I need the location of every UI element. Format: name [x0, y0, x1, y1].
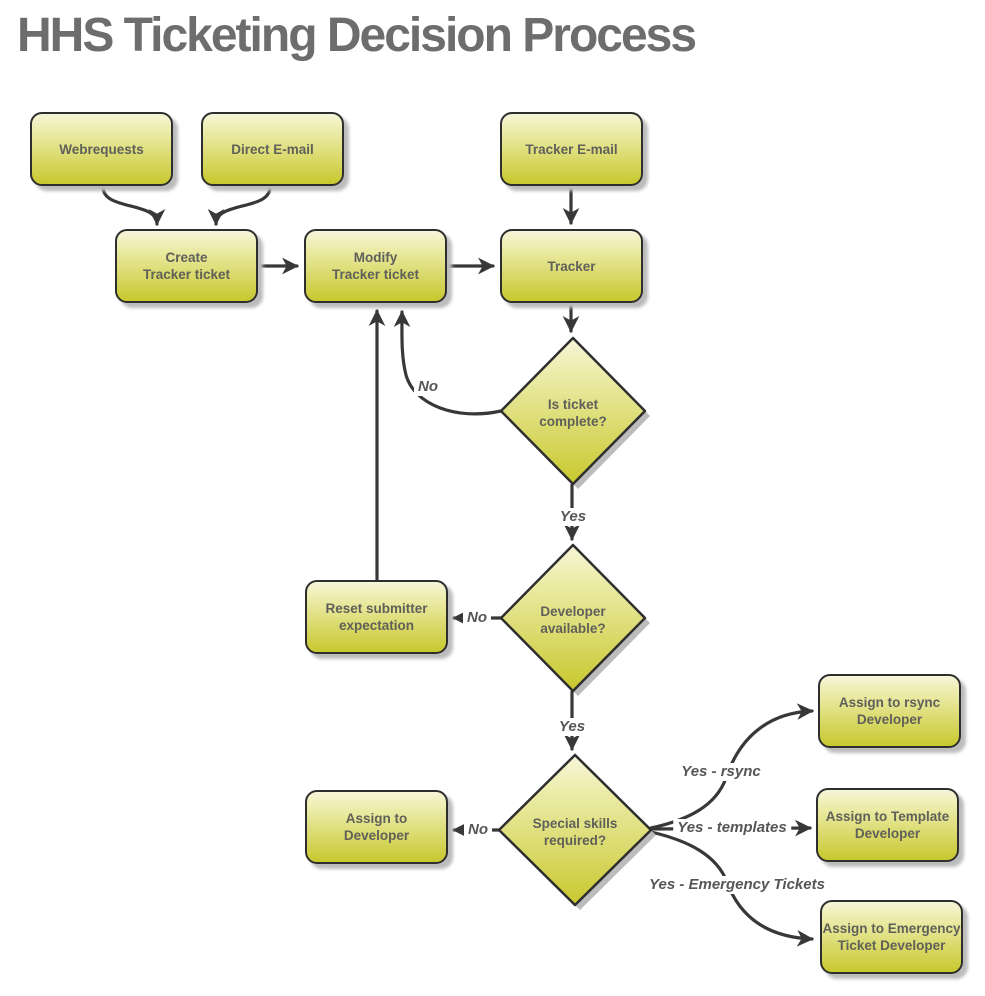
edge-label-skills-templates: Yes - templates	[673, 819, 791, 837]
decision-developer-available	[499, 543, 647, 693]
edge-complete-no-to-modify	[393, 310, 503, 416]
node-label: Create Tracker ticket	[142, 250, 231, 282]
edge-label-skills-emergency: Yes - Emergency Tickets	[645, 876, 829, 894]
node-label: Assign to Developer	[343, 811, 410, 843]
node-direct-email: Direct E-mail	[201, 112, 344, 186]
node-label: Modify Tracker ticket	[331, 250, 420, 282]
node-tracker: Tracker	[500, 229, 643, 303]
node-label: Tracker E-mail	[525, 141, 618, 157]
node-create-ticket: Create Tracker ticket	[115, 229, 258, 303]
node-assign-emergency: Assign to Emergency Ticket Developer	[820, 900, 963, 974]
edge-label-available-yes: Yes	[554, 718, 590, 736]
node-label: Assign to Template Developer	[825, 809, 950, 841]
node-label: Webrequests	[59, 141, 144, 157]
node-webrequests: Webrequests	[30, 112, 173, 186]
node-label: Tracker	[547, 258, 596, 274]
node-assign-template: Assign to Template Developer	[816, 788, 959, 862]
decision-is-ticket-complete	[499, 336, 647, 486]
decision-diamonds	[497, 336, 656, 910]
edge-webrequests-to-create	[101, 185, 166, 226]
node-label: Assign to rsync Developer	[838, 695, 941, 727]
node-modify-ticket: Modify Tracker ticket	[304, 229, 447, 303]
edge-label-complete-yes: Yes	[555, 508, 591, 526]
edge-directemail-to-create	[207, 185, 272, 226]
node-label: Reset submitter expectation	[325, 601, 428, 633]
edge-label-complete-no: No	[414, 378, 442, 396]
decision-special-skills	[497, 753, 653, 907]
node-assign-developer: Assign to Developer	[305, 790, 448, 864]
node-assign-rsync: Assign to rsync Developer	[818, 674, 961, 748]
edge-label-available-no: No	[463, 609, 491, 627]
page-title: HHS Ticketing Decision Process	[17, 9, 697, 62]
node-reset-expectation: Reset submitter expectation	[305, 580, 448, 654]
node-label: Direct E-mail	[231, 141, 314, 157]
edge-label-skills-no: No	[464, 821, 492, 839]
edge-label-skills-rsync: Yes - rsync	[677, 763, 765, 781]
node-label: Assign to Emergency Ticket Developer	[822, 921, 961, 953]
node-tracker-email: Tracker E-mail	[500, 112, 643, 186]
